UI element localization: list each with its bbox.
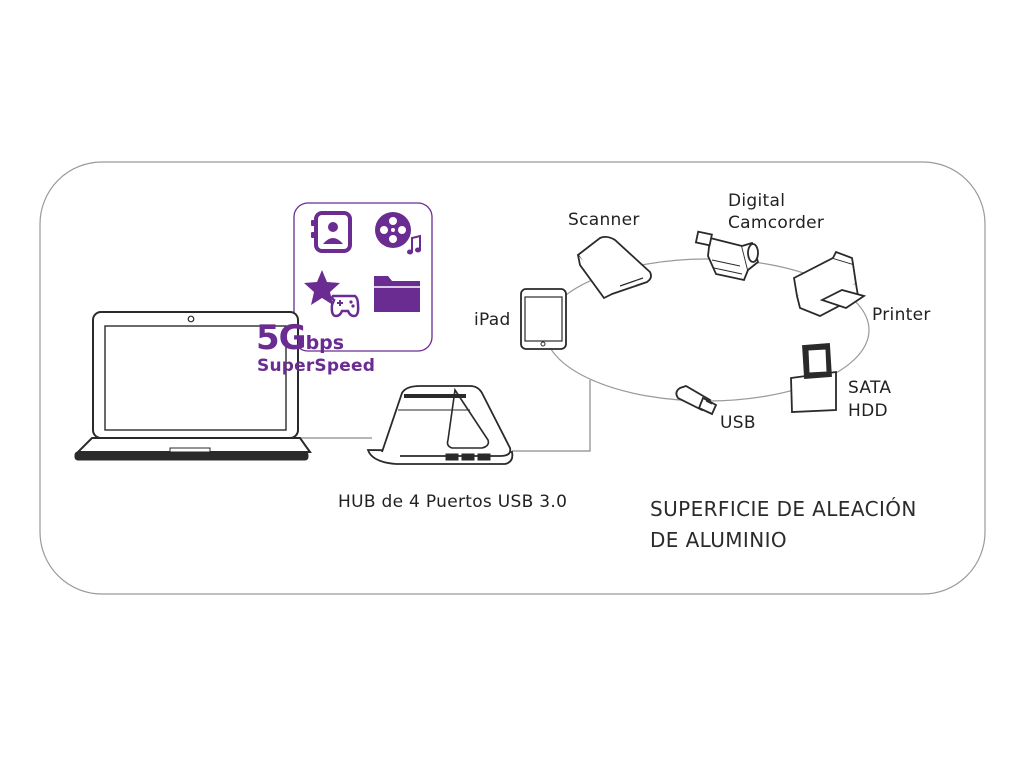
camcorder-label-line1: Digital (728, 191, 786, 211)
speed-badge: 5Gbps (256, 318, 344, 358)
surface-line1: SUPERFICIE DE ALEACIÓN (650, 497, 917, 521)
scanner-label: Scanner (568, 210, 640, 230)
digital-camcorder (694, 230, 760, 282)
contacts-icon (311, 211, 352, 253)
usb-hub (366, 385, 514, 465)
usb-flash-drive (675, 385, 718, 416)
scanner (576, 235, 652, 300)
folder-icon (374, 276, 420, 312)
hdd-label-line1: SATA (848, 378, 892, 398)
film-music-icon (375, 212, 421, 255)
printer (793, 250, 867, 317)
hub-ring-cable (512, 380, 591, 452)
usb-label: USB (720, 413, 756, 433)
speed-unit: bps (305, 332, 345, 354)
sata-hdd-dock (790, 343, 837, 413)
printer-label: Printer (872, 305, 931, 325)
diagram-frame (39, 161, 986, 595)
hub-label: HUB de 4 Puertos USB 3.0 (338, 492, 568, 512)
ipad (520, 288, 567, 350)
hdd-label-line2: HDD (848, 401, 888, 421)
speed-number: 5G (256, 318, 307, 358)
laptop (74, 311, 312, 461)
camcorder-label-line2: Camcorder (728, 213, 825, 233)
speed-label: SuperSpeed (257, 356, 376, 376)
ipad-label: iPad (474, 310, 511, 330)
star-gamepad-icon (304, 270, 360, 318)
surface-caption: SUPERFICIE DE ALEACIÓN DE ALUMINIO (650, 494, 917, 556)
surface-line2: DE ALUMINIO (650, 528, 788, 552)
